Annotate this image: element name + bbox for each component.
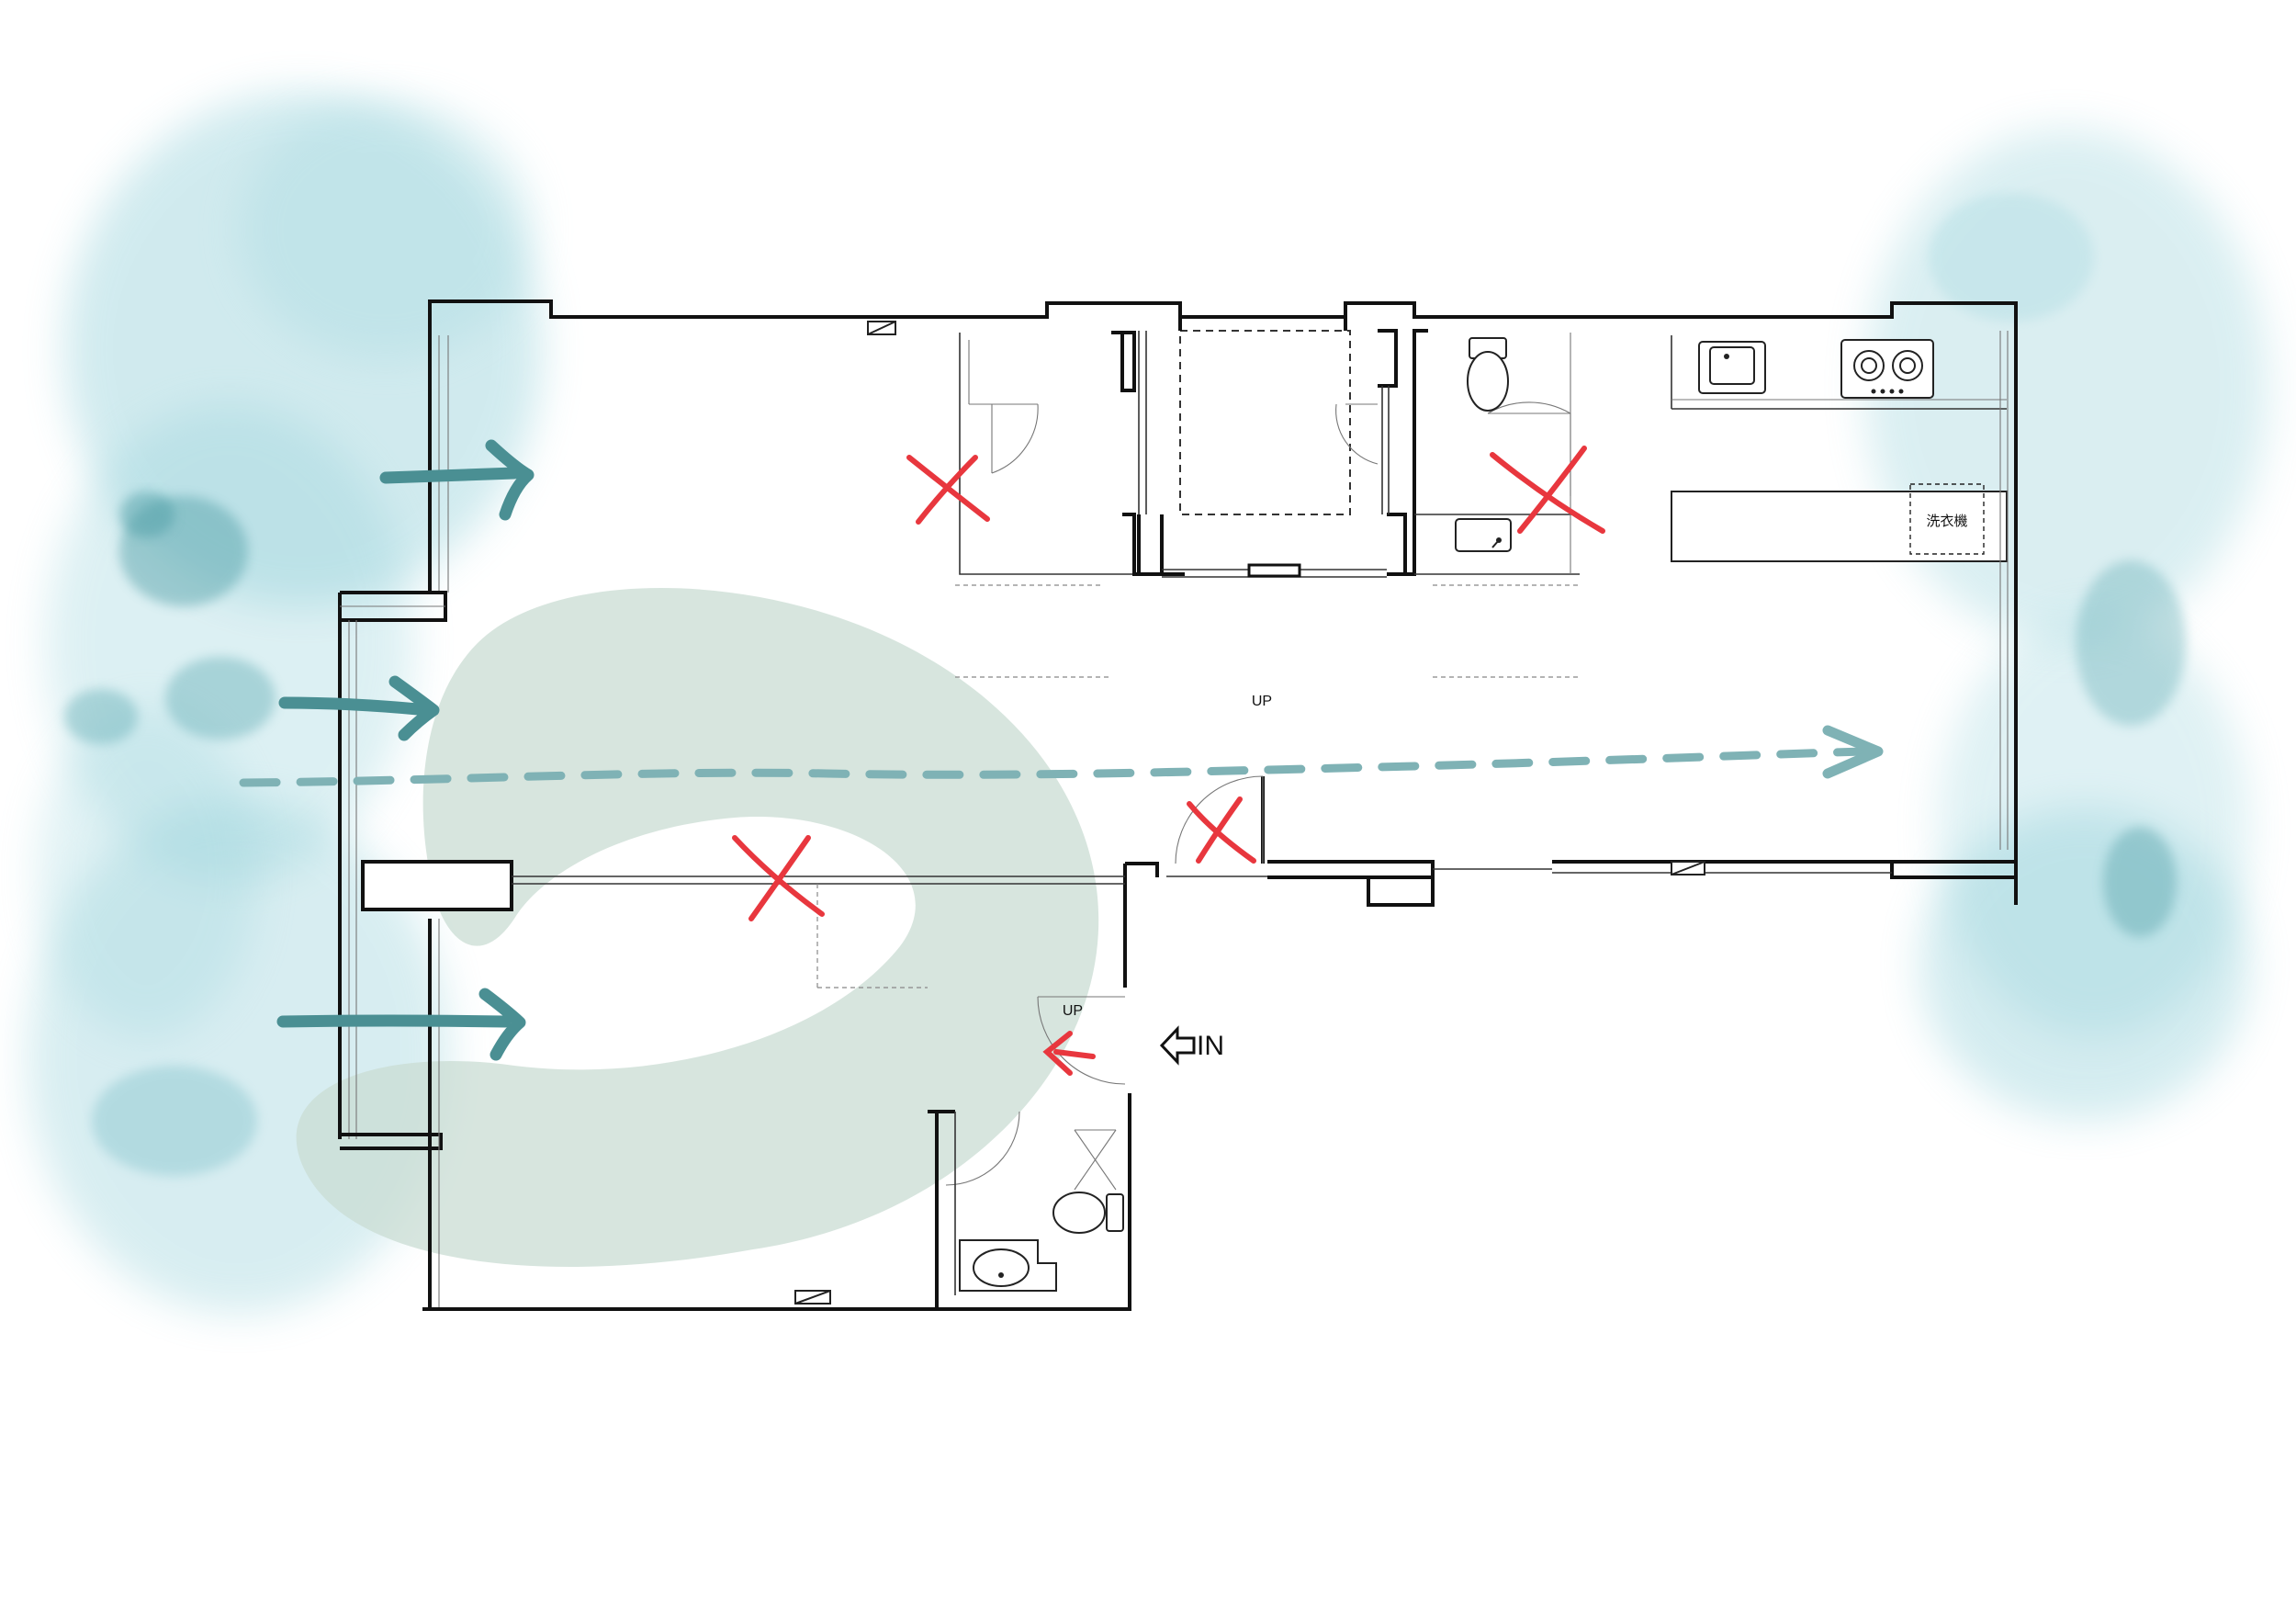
removed-x-icon-1 bbox=[906, 455, 990, 525]
removed-x-icon-3 bbox=[1187, 796, 1256, 864]
watercolor-splash-right bbox=[1864, 129, 2268, 1121]
upper-rooms bbox=[959, 303, 1580, 578]
toilet-icon-upper bbox=[1467, 337, 1509, 412]
entrance-label: IN bbox=[1197, 1031, 1224, 1061]
airflow-arrow-icon-bottom bbox=[276, 988, 526, 1061]
up-label-upper: UP bbox=[1252, 694, 1272, 709]
kitchen-island bbox=[1671, 483, 2008, 562]
removed-x-icon-4 bbox=[732, 835, 825, 921]
upper-staircase bbox=[955, 584, 1580, 678]
entrance-arrow-icon bbox=[1159, 1025, 1196, 1066]
kitchen-counter bbox=[1671, 335, 2007, 410]
lower-bathroom bbox=[954, 1112, 1117, 1295]
washing-machine-label: 洗衣機 bbox=[1926, 514, 1967, 529]
sink-icon-lower bbox=[959, 1239, 1057, 1292]
door-swings bbox=[945, 775, 1264, 1186]
green-zone-blob bbox=[296, 588, 1099, 1268]
watercolor-splash-left bbox=[28, 92, 542, 1314]
removed-arrow-red bbox=[1042, 1031, 1096, 1076]
removed-x-icon-2 bbox=[1490, 446, 1605, 534]
toilet-icon-lower bbox=[1052, 1192, 1124, 1234]
sink-icon-upper bbox=[1455, 518, 1512, 552]
lower-staircase bbox=[816, 884, 928, 988]
right-wall-windows bbox=[1999, 331, 2009, 850]
airflow-arrow-icon-top bbox=[379, 439, 535, 521]
airflow-arrow-icon-middle bbox=[278, 675, 440, 741]
window-markers bbox=[794, 321, 1705, 1305]
circulation-path bbox=[239, 725, 1884, 787]
up-label-lower: UP bbox=[1063, 1003, 1083, 1019]
